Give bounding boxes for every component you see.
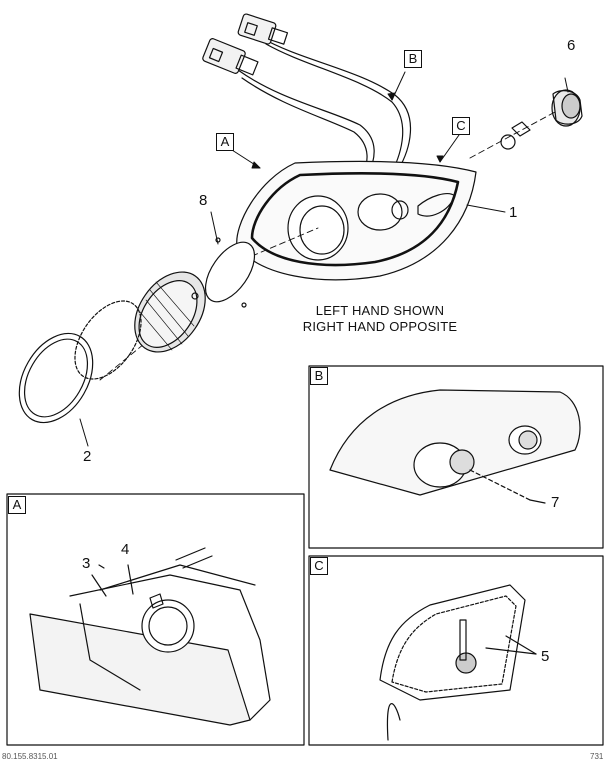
callout-2: 2	[83, 448, 92, 465]
view-ref-c: C	[452, 117, 470, 135]
detail-a-label: A	[8, 496, 26, 514]
bezel-ring	[18, 332, 94, 424]
detail-c-drawing	[379, 584, 537, 741]
sealed-beam-lamp	[134, 271, 206, 353]
leader-lines	[79, 71, 569, 447]
callout-7: 7	[551, 494, 560, 511]
orientation-note-line1: LEFT HAND SHOWN	[315, 303, 445, 318]
retaining-ring	[74, 300, 142, 380]
connector-upper	[237, 13, 289, 45]
callout-1: 1	[509, 204, 518, 221]
callout-8: 8	[199, 192, 208, 209]
callout-3: 3	[82, 555, 91, 572]
callout-6: 6	[567, 37, 576, 54]
callout-4: 4	[121, 541, 130, 558]
detail-b-frame	[308, 365, 604, 549]
detail-c-frame	[308, 555, 604, 746]
detail-b-drawing	[329, 389, 581, 504]
page-number: 731	[590, 752, 604, 761]
detail-b-label: B	[310, 367, 328, 385]
detail-a-frame	[6, 493, 305, 746]
detail-c-label: C	[310, 557, 328, 575]
connector-lower	[202, 38, 259, 76]
orientation-note: LEFT HAND SHOWN RIGHT HAND OPPOSITE	[300, 303, 460, 335]
view-ref-a: A	[216, 133, 234, 151]
view-ref-b: B	[404, 50, 422, 68]
callout-5: 5	[541, 648, 550, 665]
bulb-and-cap	[500, 89, 583, 150]
orientation-note-line2: RIGHT HAND OPPOSITE	[302, 319, 458, 334]
wiring-harness	[237, 37, 411, 179]
detail-a-drawing	[29, 547, 271, 726]
headlamp-housing	[236, 160, 477, 281]
figure-id: 80.155.8315.01	[2, 752, 58, 761]
